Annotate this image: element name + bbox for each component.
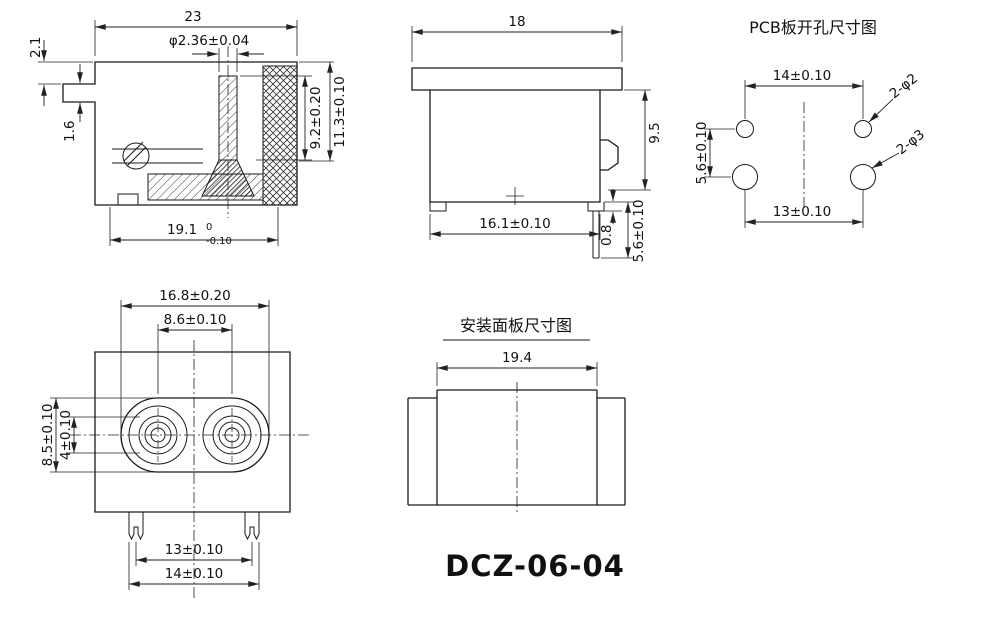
view-front-elevation: 18 9.5 16.1±0.10 0.8 5.6±0.10 bbox=[411, 14, 663, 263]
right-wall-hatched bbox=[262, 65, 298, 206]
front-plug-barrel bbox=[600, 139, 619, 171]
extension-lines bbox=[38, 20, 334, 246]
contact-arm bbox=[112, 148, 203, 164]
front-right-boss bbox=[587, 202, 605, 212]
panel-outline bbox=[407, 389, 626, 506]
dim-label-13-face: 13±0.10 bbox=[165, 542, 224, 558]
dim-label-19-1: 19.1 bbox=[167, 222, 197, 238]
screw-circle bbox=[122, 142, 150, 170]
pcb-view-heading: PCB板开孔尺寸图 bbox=[749, 18, 877, 37]
label-large-holes: 2-φ3 bbox=[894, 126, 928, 158]
view-mounting-panel: 安装面板尺寸图 19.4 bbox=[407, 316, 626, 512]
extension-lines bbox=[704, 80, 864, 228]
dim-label-9-5: 9.5 bbox=[647, 122, 663, 143]
pcb-hole-small-right bbox=[854, 120, 872, 138]
dim-label-19-1-tol-bottom: -0.10 bbox=[206, 236, 232, 247]
screw-slot bbox=[123, 141, 147, 167]
view-side-section: 23 φ2.36±0.04 2.1 1.6 9.2±0.20 11.3±0.10… bbox=[28, 9, 348, 247]
label-small-holes: 2-φ2 bbox=[887, 70, 921, 102]
dim-label-16-8: 16.8±0.20 bbox=[159, 288, 230, 304]
pcb-hole-large-right bbox=[850, 164, 876, 190]
front-body-outline bbox=[429, 90, 601, 203]
pcb-hole-small-left bbox=[736, 120, 754, 138]
leader-small-holes bbox=[868, 98, 894, 123]
dim-label-19-1-tol-top: 0 bbox=[206, 222, 212, 233]
center-mark bbox=[506, 187, 524, 205]
dim-label-1-6: 1.6 bbox=[62, 121, 78, 142]
dim-label-4: 4±0.10 bbox=[58, 410, 74, 460]
front-left-foot bbox=[429, 202, 447, 212]
dim-label-19-4: 19.4 bbox=[502, 350, 532, 366]
dim-label-14: 14±0.10 bbox=[773, 68, 832, 84]
dim-label-8-5: 8.5±0.10 bbox=[40, 404, 56, 467]
panel-view-heading: 安装面板尺寸图 bbox=[460, 316, 572, 335]
view-pcb-holes: PCB板开孔尺寸图 14±0.10 5.6±0.10 13±0.10 2-φ2 … bbox=[694, 18, 928, 228]
front-cap-outline bbox=[411, 67, 623, 91]
extension-lines bbox=[50, 300, 270, 590]
dim-label-9-2: 9.2±0.20 bbox=[308, 87, 324, 150]
port-centerlines bbox=[157, 408, 233, 462]
dim-label-8-6: 8.6±0.10 bbox=[164, 312, 227, 328]
pcb-hole-large-left bbox=[732, 164, 758, 190]
dim-label-0-8: 0.8 bbox=[599, 225, 615, 246]
dim-label-11-3: 11.3±0.10 bbox=[332, 76, 348, 147]
dim-label-5-6-pcb: 5.6±0.10 bbox=[694, 122, 710, 185]
face-body-outline bbox=[94, 351, 291, 513]
base-insulator-hatched bbox=[147, 173, 264, 201]
dim-label-23: 23 bbox=[184, 9, 201, 25]
part-number-title: DCZ-06-04 bbox=[445, 549, 625, 583]
dim-label-pin-diameter: φ2.36±0.04 bbox=[169, 33, 249, 49]
dim-label-13-pcb: 13±0.10 bbox=[773, 204, 832, 220]
leader-large-holes bbox=[871, 152, 900, 169]
extension-lines bbox=[411, 26, 651, 259]
dim-label-14-face: 14±0.10 bbox=[165, 566, 224, 582]
dim-label-5-6: 5.6±0.10 bbox=[631, 200, 647, 263]
right-mount-pin bbox=[244, 512, 260, 541]
face-stadium-outline bbox=[120, 397, 270, 473]
side-bottom-foot bbox=[117, 193, 139, 205]
dim-label-18: 18 bbox=[508, 14, 525, 30]
dim-label-2-1: 2.1 bbox=[28, 37, 44, 58]
dim-label-16-1: 16.1±0.10 bbox=[479, 216, 550, 232]
view-front-face: 16.8±0.20 8.6±0.10 8.5±0.10 4±0.10 13±0.… bbox=[40, 288, 312, 598]
left-mount-pin bbox=[128, 512, 144, 541]
